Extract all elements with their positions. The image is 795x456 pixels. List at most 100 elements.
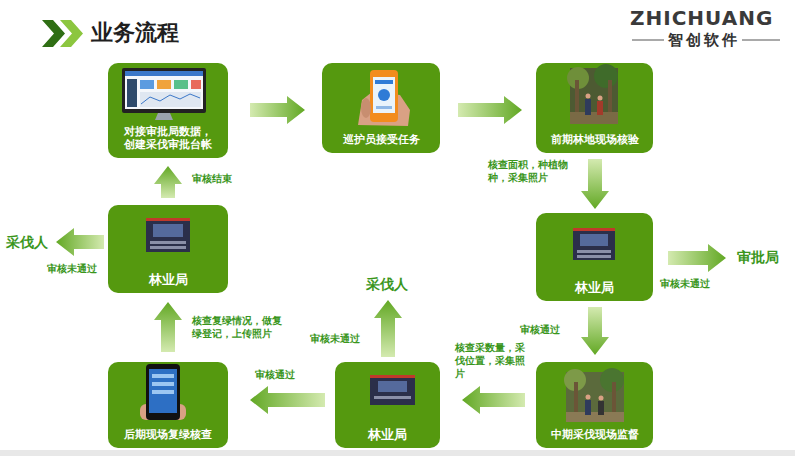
box-label: 林业局 <box>368 428 407 441</box>
title-chevron <box>42 20 65 47</box>
box-label: 中期采伐现场监督 <box>551 428 639 441</box>
monitor-screen <box>125 71 203 109</box>
tree-trunk <box>612 382 616 420</box>
screen-sidebar <box>127 79 137 107</box>
flow-arrow <box>581 159 609 209</box>
screen-card <box>157 80 171 89</box>
logo-rule <box>632 40 664 41</box>
room-desk <box>577 255 611 258</box>
flow-arrow <box>462 386 525 414</box>
phone-body <box>370 70 398 122</box>
monitor-illustration <box>122 68 206 120</box>
thumb <box>361 98 371 118</box>
screen-chart <box>140 92 201 107</box>
screen-card <box>191 80 201 89</box>
room <box>370 375 415 405</box>
flow-arrow <box>458 96 522 124</box>
note-label: 审核未通过 <box>660 277 710 291</box>
screen-line <box>152 390 174 394</box>
person-body <box>597 101 603 115</box>
edge-label: 审核通过 <box>255 368 315 381</box>
reject-arrow <box>56 228 104 256</box>
room-desk <box>150 241 186 244</box>
tree-crown <box>567 67 589 89</box>
room-light <box>146 218 190 221</box>
phone-screen <box>373 77 395 113</box>
edge-label: 审核通过 <box>520 323 580 336</box>
screen-card <box>140 80 154 89</box>
process-box: 对接审批局数据， 创建采伐审批台帐 <box>108 63 228 158</box>
logo-text: ZHICHUANG <box>630 6 773 30</box>
person-body <box>598 401 604 415</box>
room-screen <box>378 381 407 392</box>
tree-crown <box>564 369 586 391</box>
meeting-room-photo <box>146 218 190 252</box>
note-label: 审核未通过 <box>47 262 97 276</box>
process-box: 林业局 <box>335 362 440 448</box>
flow-arrow <box>250 386 325 414</box>
page-title: 业务流程 <box>91 18 179 48</box>
room-light <box>370 375 415 378</box>
target-label: 审批局 <box>737 249 779 267</box>
person-head <box>586 94 591 99</box>
phone-body <box>146 364 180 420</box>
screen-card <box>174 80 188 89</box>
logo-rule <box>742 40 780 41</box>
person-head <box>586 395 591 400</box>
person-body <box>585 400 591 415</box>
edge-label: 核查面积，种植物 种，采集照片 <box>488 158 573 184</box>
screen-line <box>376 106 392 109</box>
box-label: 林业局 <box>575 281 614 294</box>
forest-photo <box>564 368 624 422</box>
process-box: 后期现场复绿核查 <box>108 362 228 448</box>
person-head <box>598 96 603 101</box>
reject-arrow <box>374 300 402 357</box>
photo-soil <box>570 112 618 124</box>
room-screen <box>153 224 183 237</box>
meeting-room-photo <box>370 375 415 405</box>
tree-crown <box>600 368 624 392</box>
phone-screen <box>149 369 177 413</box>
logo-text: 智创软件 <box>668 31 740 50</box>
box-label: 后期现场复绿核查 <box>124 428 212 441</box>
tree-trunk <box>574 382 578 420</box>
photo-ground <box>566 372 624 422</box>
process-box: 林业局 <box>536 213 653 301</box>
hand <box>358 92 410 126</box>
flow-arrow <box>581 307 609 355</box>
monitor-stand <box>155 113 173 120</box>
tree-crown <box>594 64 618 88</box>
screen-bar <box>375 80 393 84</box>
edge-label: 核查采数量，采 伐位置，采集照 片 <box>455 341 533 380</box>
flow-arrow <box>154 302 182 352</box>
process-box: 中期采伐现场监督 <box>536 362 653 448</box>
flow-arrow <box>154 166 182 198</box>
room <box>146 218 190 252</box>
phone-illustration <box>140 364 186 420</box>
tree-trunk <box>575 80 579 120</box>
screen-bar <box>125 71 203 76</box>
box-label: 对接审批局数据， 创建采伐审批台帐 <box>123 125 213 151</box>
meeting-room-photo <box>573 228 615 260</box>
screen-line <box>152 374 174 378</box>
edge-label: 审核结束 <box>192 172 252 185</box>
monitor-frame <box>122 68 206 113</box>
phone-in-hand-illustration <box>358 70 410 126</box>
room <box>573 228 615 260</box>
box-label: 巡护员接受任务 <box>343 133 420 146</box>
target-label: 采伐人 <box>6 234 48 252</box>
target-label: 采伐人 <box>366 276 408 294</box>
flow-arrow <box>250 96 305 124</box>
photo-soil <box>566 412 624 422</box>
person-body <box>585 99 591 115</box>
box-label: 林业局 <box>149 273 188 286</box>
screen-icon <box>378 89 390 101</box>
box-label: 前期林地现场核验 <box>551 133 639 146</box>
forest-photo <box>567 64 618 124</box>
screen-line <box>152 382 174 386</box>
process-box: 林业局 <box>108 205 228 293</box>
photo-ground <box>570 68 618 124</box>
room-desk <box>150 246 186 249</box>
